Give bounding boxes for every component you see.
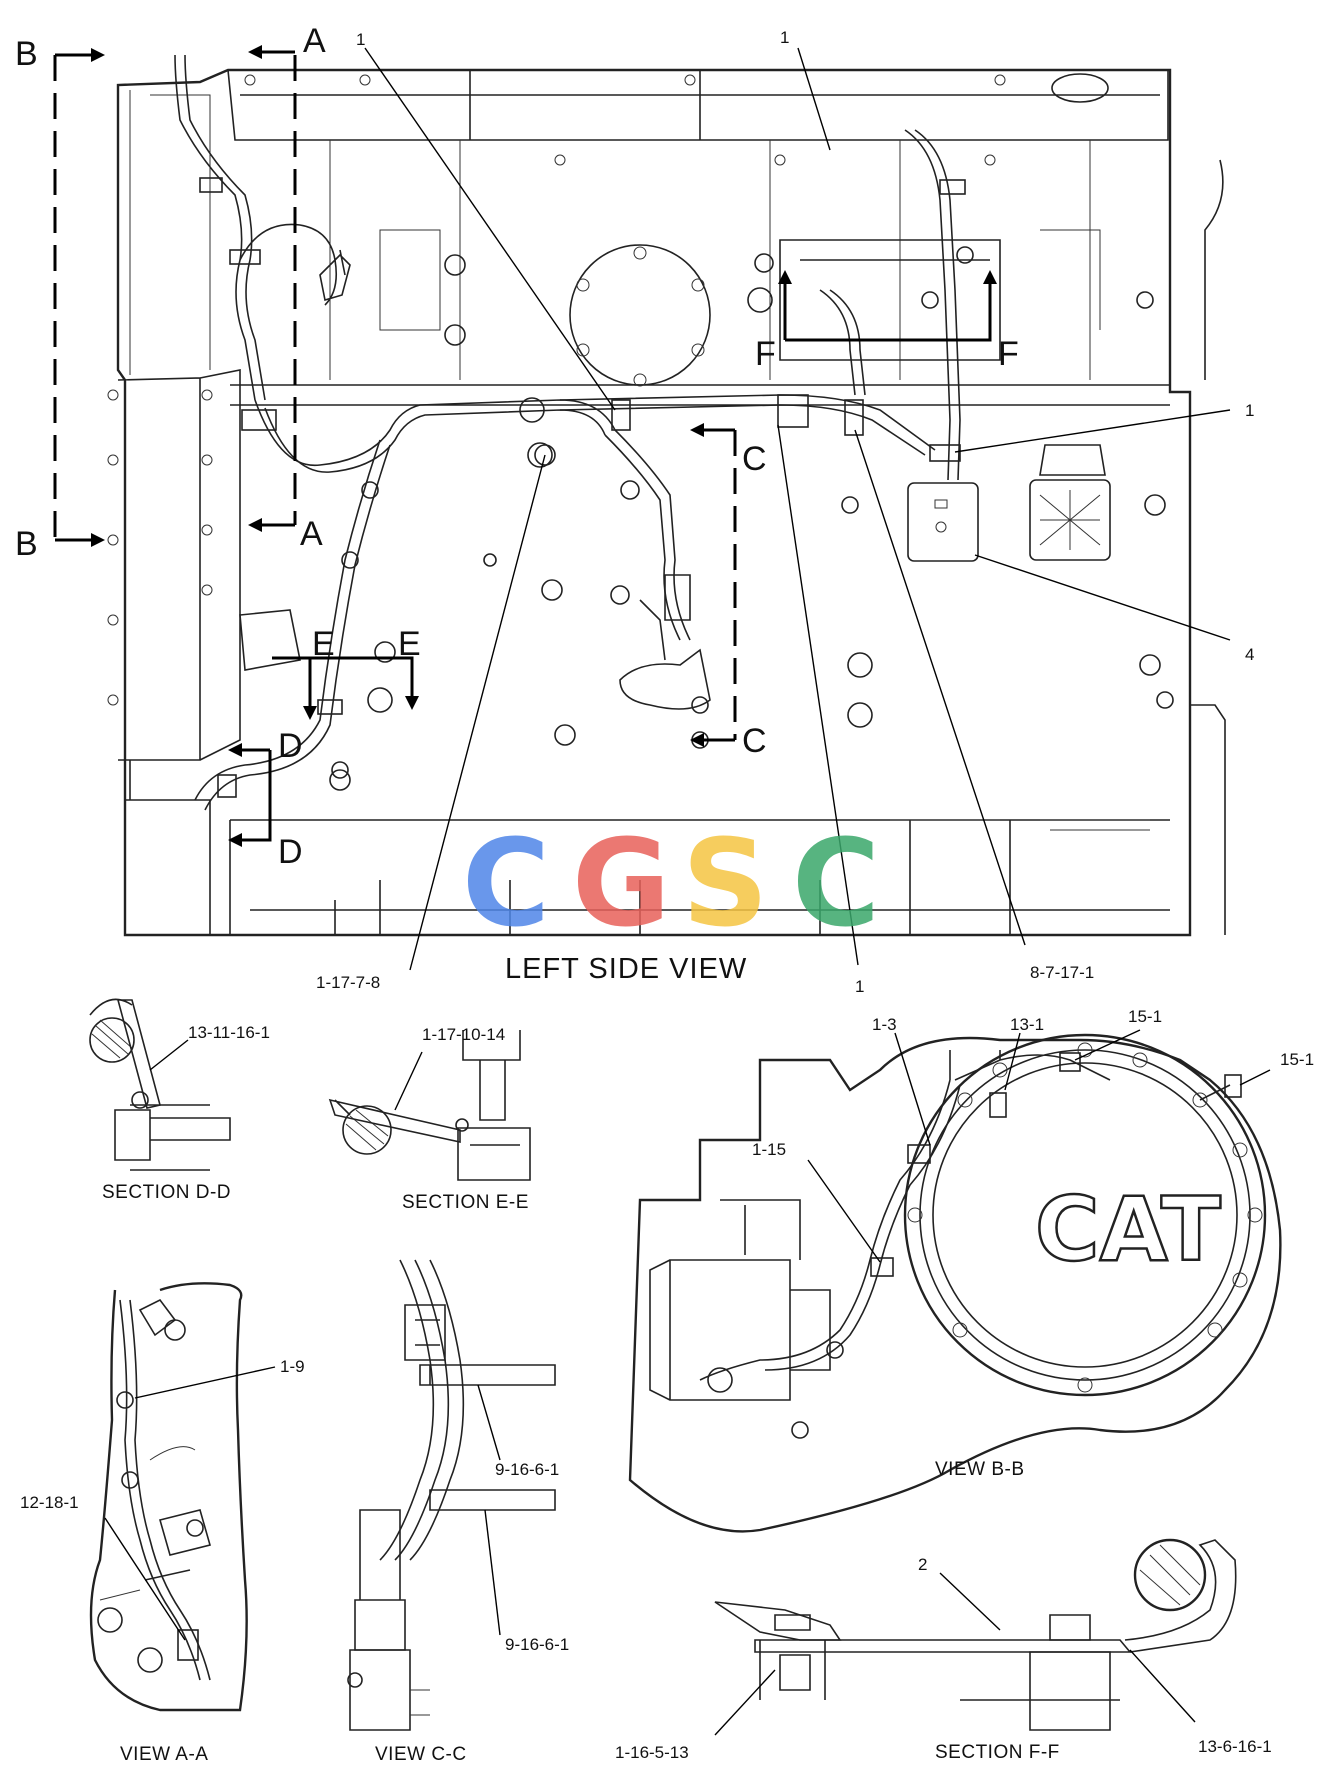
callout-13-1: 13-1 (1010, 1015, 1044, 1034)
flywheel-housing-edge (1190, 159, 1226, 935)
head-gasket-line (230, 384, 1170, 406)
section-letter-d-top: D (278, 727, 303, 765)
view-c-c: 9-16-6-1 9-16-6-1 VIEW C-C (347, 1259, 569, 1765)
callout-1-17-10-14: 1-17-10-14 (422, 1025, 505, 1044)
callout-8-7-17-1: 8-7-17-1 (1030, 963, 1094, 982)
cover-bolts (576, 246, 705, 387)
callout-4: 4 (1245, 645, 1254, 664)
callout-13-11-16-1: 13-11-16-1 (188, 1023, 270, 1042)
left-side-view: B B A A C C D D E E F F 1 1 1 4 1-17-7-8… (15, 22, 1254, 996)
ecm-connector-housing (1029, 479, 1111, 561)
sensor-group-center (619, 574, 711, 710)
harness-clips (199, 177, 966, 798)
ecm-module (907, 482, 979, 562)
main-leaders (364, 47, 1231, 971)
callout-15-1-b: 15-1 (1280, 1050, 1314, 1069)
view-c-c-caption: VIEW C-C (375, 1744, 467, 1765)
section-d-d: 13-11-16-1 SECTION D-D (89, 998, 270, 1203)
callout-1-top-left: 1 (356, 30, 365, 49)
head-bolts (244, 74, 1006, 166)
callout-9-16-6-1-a: 9-16-6-1 (495, 1460, 559, 1479)
section-letter-d-bottom: D (278, 833, 303, 871)
callout-1-bottom: 1 (855, 977, 864, 996)
block-bosses (329, 246, 1174, 791)
callout-1-15: 1-15 (752, 1140, 786, 1159)
access-cover-plate (569, 244, 711, 386)
section-f-f: 2 1-16-5-13 13-6-16-1 SECTION F-F (615, 1538, 1272, 1763)
view-b-b-clips (870, 1052, 1242, 1277)
section-letter-e-left: E (312, 625, 335, 663)
section-letter-f-right: F (998, 335, 1019, 373)
section-letter-e-right: E (398, 625, 421, 663)
callout-1-16-5-13: 1-16-5-13 (615, 1743, 689, 1762)
callout-15-1-a: 15-1 (1128, 1007, 1162, 1026)
section-letter-c-bottom: C (742, 722, 767, 760)
section-letter-f-left: F (755, 335, 776, 373)
section-e-e-caption: SECTION E-E (402, 1192, 529, 1213)
cut-arrows (55, 45, 997, 847)
section-letter-a-top: A (303, 22, 326, 60)
view-b-b-caption: VIEW B-B (935, 1459, 1025, 1480)
flywheel-housing-bolts (907, 1042, 1263, 1393)
wiring-harness (174, 54, 961, 811)
view-b-b-harness (699, 1050, 1231, 1381)
section-e-e: 1-17-10-14 SECTION E-E (328, 1025, 531, 1213)
view-b-b: CAT 1-3 13-1 15-1 15-1 1-15 VIEW B-B (628, 1007, 1314, 1533)
front-housing (117, 369, 241, 935)
breather-cap (1051, 73, 1109, 103)
callout-1-right-mid: 1 (1245, 401, 1254, 420)
housing-bolts (107, 389, 213, 706)
view-a-a-caption: VIEW A-A (120, 1744, 208, 1765)
engine-block-outline (116, 68, 1192, 937)
cat-logo: CAT (1035, 1178, 1221, 1281)
callout-9-16-6-1-b: 9-16-6-1 (505, 1635, 569, 1654)
callout-1-top-right: 1 (780, 28, 789, 47)
section-letter-b-top: B (15, 35, 38, 73)
watermark-letter-s: S (682, 815, 768, 954)
section-f-f-caption: SECTION F-F (935, 1742, 1060, 1763)
watermark-letter-c1: C (462, 815, 550, 954)
section-letter-a-bottom: A (300, 515, 323, 553)
view-a-a: 1-9 12-18-1 VIEW A-A (20, 1282, 305, 1765)
section-letter-b-bottom: B (15, 525, 38, 563)
section-letter-c-top: C (742, 440, 767, 478)
watermark-letter-g: G (572, 815, 671, 954)
valve-cover (227, 69, 1169, 141)
section-d-d-caption: SECTION D-D (102, 1182, 231, 1203)
callout-13-6-16-1: 13-6-16-1 (1198, 1737, 1272, 1756)
watermark-letter-c2: C (792, 815, 880, 954)
callout-1-9: 1-9 (280, 1357, 305, 1376)
callout-2: 2 (918, 1555, 927, 1574)
sensor-left (319, 249, 351, 302)
left-side-view-caption: LEFT SIDE VIEW (505, 953, 747, 985)
oil-pan-rail (229, 819, 1170, 935)
starter-motor (649, 1199, 831, 1401)
callout-1-17-7-8: 1-17-7-8 (316, 973, 380, 992)
callout-12-18-1: 12-18-1 (20, 1493, 79, 1512)
callout-1-3: 1-3 (872, 1015, 897, 1034)
cgsc-watermark: C G S C (462, 815, 880, 954)
